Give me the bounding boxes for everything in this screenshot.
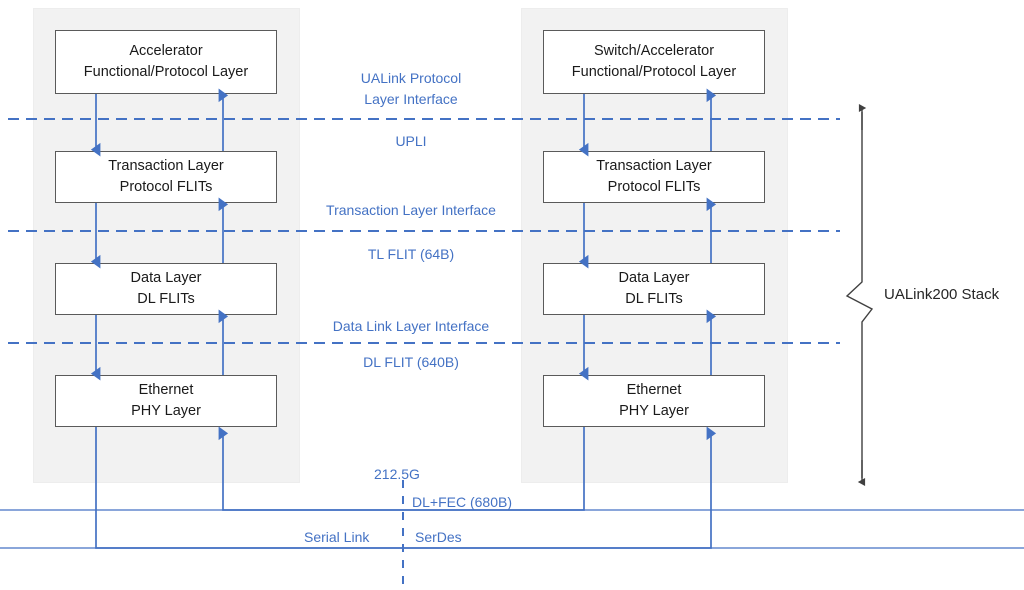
right-box-ethernet-phy-line2: PHY Layer	[619, 403, 689, 419]
left-box-ethernet-phy-line2: PHY Layer	[131, 403, 201, 419]
left-box-protocol-layer-line1: Accelerator	[129, 43, 203, 60]
interface-label-transaction-above-text: Transaction Layer Interface	[326, 202, 496, 218]
right-box-data-layer: Data Layer DL FLITs	[543, 263, 765, 315]
right-box-ethernet-phy-line1: Ethernet	[626, 382, 682, 399]
right-box-protocol-layer-line2: Functional/Protocol Layer	[571, 64, 737, 80]
right-box-protocol-layer: Switch/Accelerator Functional/Protocol L…	[543, 30, 765, 94]
right-box-transaction-layer-line1: Transaction Layer	[596, 158, 712, 175]
left-box-protocol-layer-line2: Functional/Protocol Layer	[83, 64, 249, 80]
right-box-protocol-layer-line1: Switch/Accelerator	[593, 43, 715, 60]
interface-label-upli-below: UPLI	[395, 131, 426, 151]
interface-dashed-lines	[8, 118, 840, 344]
left-box-protocol-layer: Accelerator Functional/Protocol Layer	[55, 30, 277, 94]
stack-bracket-label: UALink200 Stack	[884, 286, 1000, 303]
left-box-data-layer-line1: Data Layer	[130, 270, 202, 287]
left-stack-internal-arrows	[90, 88, 229, 381]
right-box-data-layer-line1: Data Layer	[618, 270, 690, 287]
right-box-transaction-layer-line2: Protocol FLITs	[607, 179, 701, 195]
link-serdes-label: SerDes	[415, 529, 462, 545]
left-box-ethernet-phy-line1: Ethernet	[138, 382, 194, 399]
left-box-transaction-layer-line1: Transaction Layer	[108, 158, 224, 175]
interface-label-transaction-below-text: TL FLIT (64B)	[367, 246, 455, 262]
interface-label-transaction-below: TL FLIT (64B)	[368, 244, 454, 264]
left-box-ethernet-phy: Ethernet PHY Layer	[55, 375, 277, 427]
interface-label-upli-above: UALink Protocol Layer Interface	[361, 68, 461, 110]
right-stack-internal-arrows	[578, 88, 717, 381]
left-box-data-layer: Data Layer DL FLITs	[55, 263, 277, 315]
interface-label-datalink-below-text: DL FLIT (640B)	[363, 354, 459, 370]
link-serial-link-label: Serial Link	[304, 529, 370, 545]
interface-label-upli-above-line2: Layer Interface	[364, 91, 458, 107]
interface-label-datalink-below: DL FLIT (640B)	[363, 352, 459, 372]
link-rate-label: 212.5G	[374, 466, 420, 482]
interface-label-datalink-above: Data Link Layer Interface	[333, 316, 489, 336]
right-box-ethernet-phy: Ethernet PHY Layer	[543, 375, 765, 427]
left-box-data-layer-line2: DL FLITs	[137, 291, 195, 307]
interface-label-upli-above-line1: UALink Protocol	[360, 70, 462, 86]
interface-label-transaction-above: Transaction Layer Interface	[326, 200, 496, 220]
link-dlfec-label: DL+FEC (680B)	[412, 494, 512, 510]
stack-bracket-line	[845, 112, 874, 478]
left-box-transaction-layer: Transaction Layer Protocol FLITs	[55, 151, 277, 203]
left-box-transaction-layer-line2: Protocol FLITs	[119, 179, 213, 195]
stack-bracket	[845, 103, 874, 487]
right-box-transaction-layer: Transaction Layer Protocol FLITs	[543, 151, 765, 203]
interface-label-upli-below-text: UPLI	[395, 133, 427, 149]
interface-label-datalink-above-text: Data Link Layer Interface	[332, 318, 490, 334]
right-box-data-layer-line2: DL FLITs	[625, 291, 683, 307]
